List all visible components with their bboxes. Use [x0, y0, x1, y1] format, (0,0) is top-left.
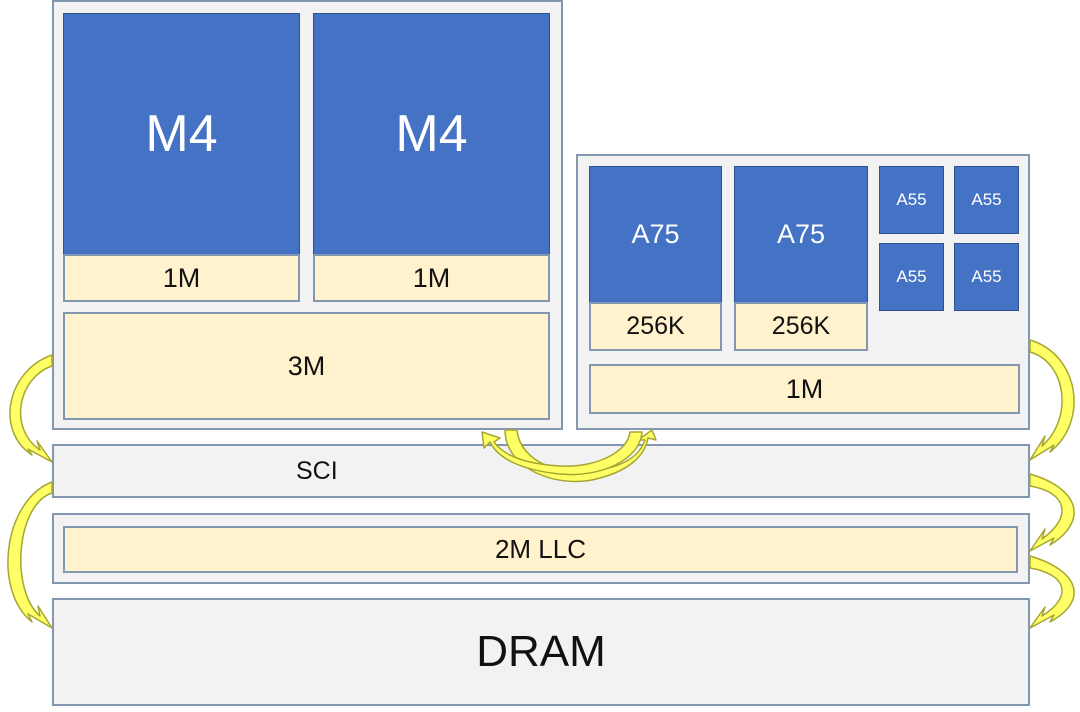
a75-core-2-cache-label: 256K	[771, 312, 831, 340]
a55-core-2: A55	[954, 166, 1019, 234]
arrow-cluster-to-cluster-upper	[481, 431, 643, 476]
a55-core-4-label: A55	[971, 267, 1002, 286]
arrow-llc-to-dram	[1029, 555, 1075, 629]
a55-core-4: A55	[954, 243, 1019, 311]
llc-label: 2M LLC	[494, 534, 587, 564]
arrow-1m-to-sci	[1029, 339, 1075, 461]
a75-core-2-label: A75	[776, 219, 826, 249]
a55-core-3-label: A55	[896, 267, 927, 286]
a75-core-1-label: A75	[631, 219, 680, 249]
arrow-sci-to-dram	[7, 481, 53, 629]
a55-core-1: A55	[879, 166, 944, 234]
m4-shared-cache: 3M	[63, 312, 550, 420]
a-cluster-shared-cache: 1M	[589, 364, 1020, 414]
arrow-sci-to-llc	[1029, 473, 1075, 552]
llc-cache: 2M LLC	[63, 526, 1018, 573]
m4-core-2-cache-label: 1M	[412, 262, 451, 293]
a75-core-1: A75	[589, 166, 722, 303]
m4-core-2-label: M4	[395, 105, 468, 163]
dram: DRAM	[52, 598, 1030, 706]
m4-core-1: M4	[63, 13, 300, 255]
a75-core-2: A75	[734, 166, 868, 303]
a75-core-1-cache: 256K	[589, 302, 722, 351]
a-cluster-shared-cache-label: 1M	[785, 373, 824, 404]
m4-core-2-cache: 1M	[313, 254, 550, 302]
m4-core-1-cache: 1M	[63, 254, 300, 302]
sci-label: SCI	[296, 456, 338, 485]
m4-shared-cache-label: 3M	[287, 350, 326, 381]
a55-core-3: A55	[879, 243, 944, 311]
dram-label: DRAM	[476, 627, 606, 676]
m4-core-1-label: M4	[145, 105, 218, 163]
arrow-3m-to-sci	[9, 354, 53, 463]
m4-core-1-cache-label: 1M	[162, 262, 201, 293]
a75-core-1-cache-label: 256K	[626, 312, 685, 340]
a55-core-2-label: A55	[971, 190, 1002, 209]
a75-core-2-cache: 256K	[734, 302, 868, 351]
a55-core-1-label: A55	[896, 190, 927, 209]
